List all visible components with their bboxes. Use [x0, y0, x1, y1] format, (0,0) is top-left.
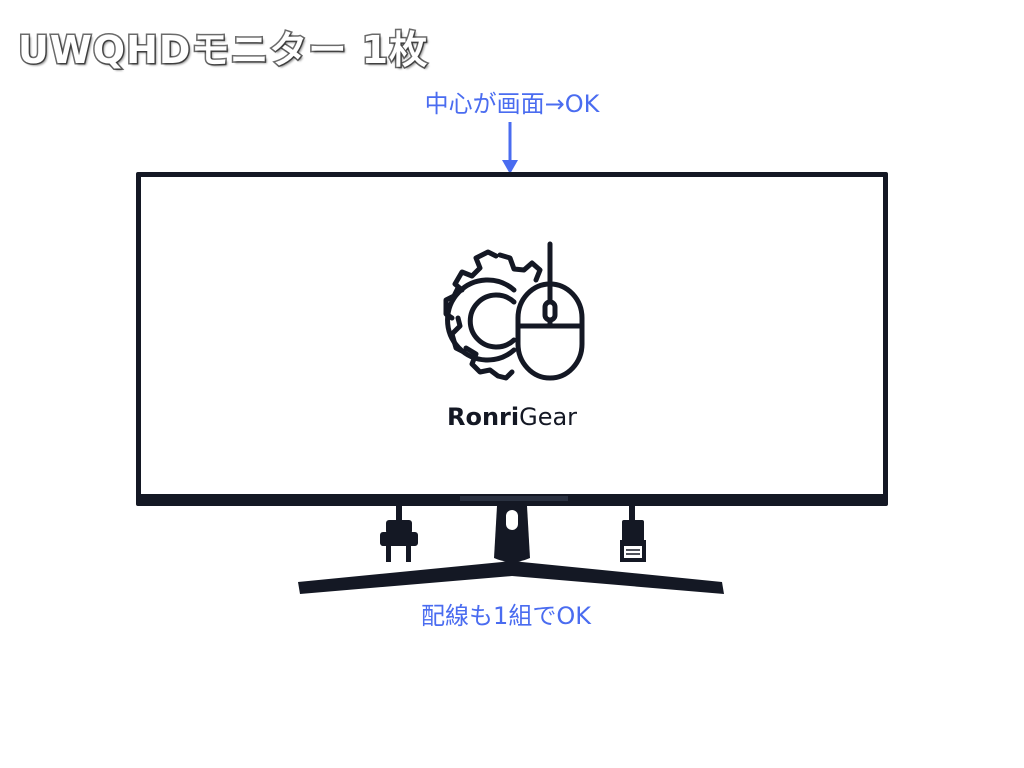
brand-name-bold: Ronri: [446, 403, 520, 431]
cable-note: 配線も1組でOK: [0, 600, 1012, 632]
monitor-chin-strip: [460, 496, 568, 501]
page-title: UWQHDモニター 1枚: [16, 27, 429, 74]
cable-note-text: 配線も1組でOK: [421, 602, 591, 630]
hdmi-plug-icon: [620, 506, 646, 562]
down-arrow-icon: [502, 122, 518, 174]
brand-name-regular: Gear: [519, 403, 578, 431]
monitor-screen: [141, 177, 883, 494]
center-screen-note-text: 中心が画面→OK: [424, 90, 600, 118]
power-plug-icon: [380, 506, 418, 562]
gear-with-mouse-icon: [443, 241, 585, 381]
center-screen-note: 中心が画面→OK: [0, 88, 1024, 120]
monitor-stand: [298, 506, 724, 594]
brand-logo-text: RonriGear: [0, 400, 1024, 434]
